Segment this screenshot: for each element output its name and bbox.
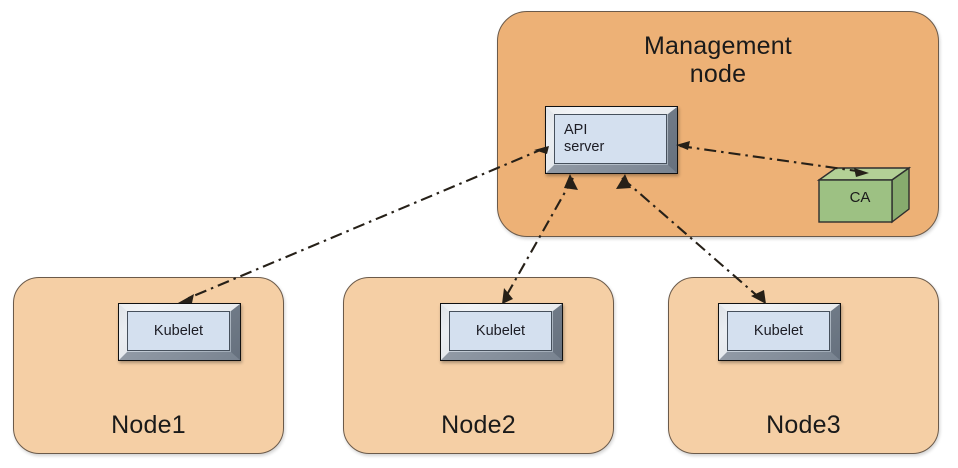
kubelet-node1-box[interactable]: Kubelet [118, 303, 241, 361]
ca-cuboid-icon [816, 166, 912, 224]
kubelet-node2-box[interactable]: Kubelet [440, 303, 563, 361]
kubelet-node3-label: Kubelet [753, 322, 804, 339]
api-server-label: API server [564, 122, 605, 155]
worker-node-1-label: Node1 [111, 411, 186, 439]
api-server-box[interactable]: API server [545, 106, 678, 174]
kubelet-node1-label: Kubelet [153, 322, 204, 339]
ca-label: CA [849, 189, 871, 206]
kubelet-node2-face: Kubelet [449, 311, 552, 351]
kubelet-node1-face: Kubelet [127, 311, 230, 351]
kubelet-node3-face: Kubelet [727, 311, 830, 351]
worker-node-2-label: Node2 [441, 411, 516, 439]
api-server-face: API server [554, 114, 667, 164]
kubelet-node3-box[interactable]: Kubelet [718, 303, 841, 361]
worker-node-3-label: Node3 [766, 411, 841, 439]
management-node-label: Management node [644, 32, 792, 88]
ca-box[interactable]: CA [816, 166, 912, 224]
kubelet-node2-label: Kubelet [475, 322, 526, 339]
